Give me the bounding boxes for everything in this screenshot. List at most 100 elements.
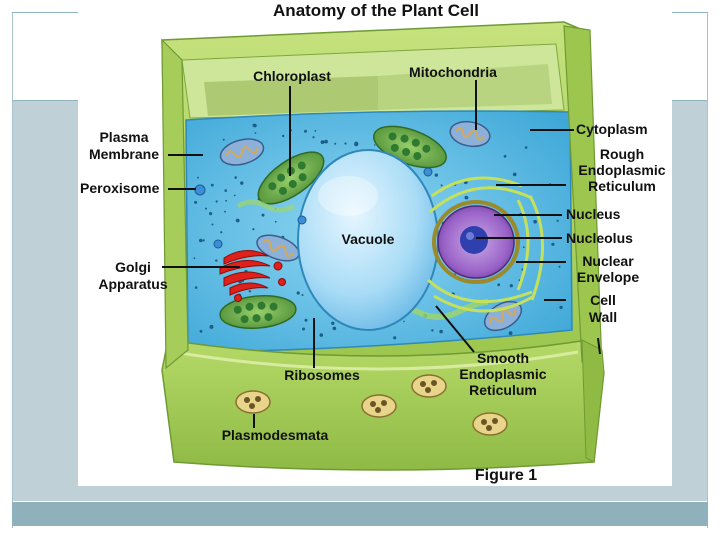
label-golgi-line1: Golgi: [115, 259, 151, 275]
ribosome-dot: [559, 305, 563, 310]
ribosome-dot: [314, 130, 317, 132]
label-smooth-er-line1: Smooth: [477, 350, 529, 366]
label-rough-er-line2: Endoplasmic: [578, 162, 665, 178]
ribosome-dot: [497, 283, 501, 287]
nucleolus-organelle: [460, 226, 488, 254]
ribosome-dot: [274, 220, 277, 223]
label-plasmodesmata: Plasmodesmata: [222, 427, 329, 443]
ribosome-dot: [224, 210, 226, 213]
ribosome-dot: [434, 173, 438, 177]
label-vacuole: Vacuole: [342, 231, 395, 247]
ribosome-dot: [331, 321, 335, 325]
ribosome-dot: [261, 213, 265, 217]
plant-cell-diagram: Anatomy of the Plant Cell Chloroplast Mi…: [80, 1, 666, 484]
ribosome-dot: [533, 219, 537, 224]
ribosome-dot: [512, 172, 517, 177]
ribosome-dot: [558, 265, 561, 268]
ribosome-dot: [319, 333, 324, 337]
label-smooth-er-line2: Endoplasmic: [459, 366, 546, 382]
ribosome-dot: [334, 142, 337, 145]
ribosome-dot: [344, 142, 347, 145]
ribosome-dot: [211, 223, 214, 226]
ribosome-dot: [312, 136, 315, 139]
ribosome-dot: [524, 146, 528, 149]
ribosome-dot: [509, 284, 513, 288]
nuclear-envelope-organelle: [432, 200, 520, 284]
ribosome-dot: [234, 176, 237, 179]
ribosome-dot: [199, 238, 203, 243]
label-ribosomes: Ribosomes: [284, 367, 360, 383]
ribosome-dot: [209, 324, 214, 329]
label-rough-er-line3: Reticulum: [588, 178, 656, 194]
golgi-organelle: [219, 250, 286, 302]
ribosome-dot: [464, 195, 469, 200]
ribosome-dot: [332, 326, 337, 331]
ribosome-dot: [220, 231, 223, 234]
ribosome-dot: [522, 246, 525, 249]
ribosome-dot: [324, 139, 328, 144]
ribosome-dot: [374, 144, 376, 146]
ribosome-dot: [301, 294, 304, 296]
label-golgi-line2: Apparatus: [98, 276, 167, 292]
label-peroxisome: Peroxisome: [80, 180, 160, 196]
label-cell-wall-line2: Wall: [589, 309, 617, 325]
ribosome-dot: [252, 228, 255, 231]
plant-cell-figure: Anatomy of the Plant Cell Chloroplast Mi…: [78, 0, 672, 486]
ribosome-dot: [205, 207, 207, 210]
ribosome-dot: [215, 259, 218, 262]
footer-bar: [12, 502, 708, 526]
label-plasma-membrane-line1: Plasma: [99, 129, 148, 145]
cell-wall-front-edge: [173, 350, 579, 371]
ribosome-dot: [222, 138, 225, 141]
leader-lines: [162, 80, 601, 428]
label-cytoplasm: Cytoplasm: [576, 121, 648, 137]
ribosome-dot: [354, 141, 359, 146]
ribosome-dot: [233, 194, 236, 197]
ribosome-dot: [215, 200, 218, 203]
label-rough-er-line1: Rough: [600, 146, 644, 162]
ribosome-dot: [403, 320, 405, 323]
label-smooth-er-line3: Reticulum: [469, 382, 537, 398]
slide-frame: [12, 12, 708, 528]
figure-title: Anatomy of the Plant Cell: [273, 1, 479, 20]
ribosome-dot: [503, 154, 507, 158]
label-nucleolus: Nucleolus: [566, 230, 633, 246]
label-cell-wall-line1: Cell: [590, 292, 616, 308]
ribosome-dot: [235, 218, 240, 223]
label-nuclear-envelope-line1: Nuclear: [582, 253, 634, 269]
plasmodesmata-pits: [235, 374, 508, 436]
ribosome-dot: [320, 140, 325, 145]
ribosome-dot: [551, 242, 555, 246]
ribosome-dot: [194, 200, 198, 204]
ribosome-dot: [254, 132, 257, 134]
ribosome-dot: [240, 181, 244, 185]
label-plasma-membrane-line2: Membrane: [89, 146, 159, 162]
chloroplast-organelles: [219, 125, 447, 330]
label-chloroplast: Chloroplast: [253, 68, 331, 84]
ribosome-dot: [508, 331, 513, 336]
label-nucleus: Nucleus: [566, 206, 621, 222]
ribosome-dot: [194, 286, 198, 289]
cell-wall-back-right: [378, 64, 552, 110]
ribosome-dot: [304, 318, 308, 322]
ribosome-dot: [248, 290, 251, 293]
ribosome-dot: [197, 176, 199, 179]
ribosome-dot: [556, 219, 559, 222]
ribosome-dot: [199, 329, 203, 333]
figure-caption: Figure 1: [475, 467, 537, 484]
ribosome-dot: [210, 183, 214, 187]
ribosome-dot: [209, 212, 213, 216]
ribosome-dot: [253, 123, 257, 128]
mitochondria-organelles: [219, 120, 523, 332]
ribosome-dot: [225, 199, 228, 202]
ribosome-dot: [431, 329, 434, 332]
ribosome-dot: [440, 184, 443, 187]
label-mitochondria: Mitochondria: [409, 64, 497, 80]
ribosome-dot: [296, 291, 300, 295]
cell-wall-left: [161, 38, 189, 370]
cell-wall-corner-post: [581, 339, 605, 463]
rough-er: [426, 176, 544, 313]
smooth-er-2: [236, 199, 296, 213]
ribosome-dot: [282, 134, 285, 138]
